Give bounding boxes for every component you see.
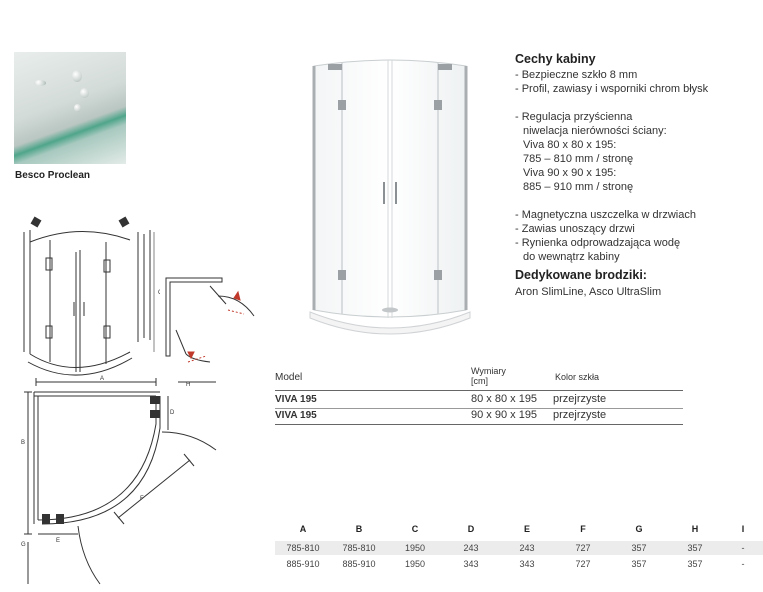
- plan-view-drawing: A B D E F G H: [21, 376, 217, 585]
- shower-cabin-photo: [309, 59, 471, 335]
- dims-cell: 357: [631, 559, 647, 569]
- dim-label-c: C: [158, 290, 160, 296]
- col-header-color: Kolor szkła: [555, 372, 600, 382]
- feature-item: - Regulacja przyścienna: [515, 111, 633, 123]
- dims-cell: -: [741, 543, 745, 553]
- feature-item: - Rynienka odprowadzająca wodę: [515, 237, 681, 249]
- feature-item: Viva 90 x 90 x 195:: [523, 167, 617, 179]
- table-row: VIVA 195 90 x 90 x 195 przejrzyste: [275, 409, 683, 426]
- model-dims: 90 x 90 x 195: [471, 409, 538, 421]
- dim-label-h: H: [186, 382, 190, 388]
- feature-item: - Magnetyczna uszczelka w drzwiach: [515, 209, 696, 221]
- spacer: [515, 96, 755, 110]
- feature-item: - Profil, zawiasy i wsporniki chrom błys…: [515, 83, 709, 95]
- features-title: Cechy kabiny: [515, 52, 596, 66]
- model-name: VIVA 195: [275, 394, 317, 405]
- dims-cell: 885-910: [286, 559, 320, 569]
- table-row: 785-810 785-810 1950 243 243 727 357 357…: [275, 541, 763, 555]
- dims-cell: 885-910: [342, 559, 376, 569]
- col-header-dims-unit: [cm]: [471, 376, 488, 386]
- dims-cell: 243: [519, 543, 535, 553]
- feature-item: do wewnątrz kabiny: [523, 251, 620, 263]
- dims-header-row: A B C D E F G H I: [275, 524, 763, 538]
- dims-cell: 357: [687, 543, 703, 553]
- col-header-model: Model: [275, 372, 303, 383]
- dim-label-b: B: [21, 440, 25, 446]
- feature-item: - Bezpieczne szkło 8 mm: [515, 69, 638, 81]
- spacer: [515, 194, 755, 208]
- dim-label-a: A: [100, 376, 104, 382]
- dim-label-d: D: [170, 410, 175, 416]
- trays-text: Aron SlimLine, Asco UltraSlim: [515, 286, 662, 298]
- brand-label: Besco Proclean: [15, 170, 91, 181]
- dims-col-header: I: [741, 524, 745, 534]
- model-color: przejrzyste: [553, 393, 607, 405]
- water-drop: [80, 88, 89, 98]
- dims-col-header: F: [580, 524, 586, 534]
- divider: [275, 424, 683, 425]
- dim-label-e: E: [56, 538, 60, 544]
- feature-item: 885 – 910 mm / stronę: [523, 181, 634, 193]
- dims-cell: 357: [687, 559, 703, 569]
- dims-cell: 343: [519, 559, 535, 569]
- dim-label-f: F: [140, 496, 144, 502]
- dims-cell: 1950: [404, 543, 426, 553]
- dims-col-header: A: [299, 524, 307, 534]
- dims-cell: 727: [575, 543, 591, 553]
- table-row: VIVA 195 80 x 80 x 195 przejrzyste: [275, 393, 683, 410]
- water-drop: [34, 80, 46, 86]
- table-row: 885-910 885-910 1950 343 343 727 357 357…: [275, 557, 763, 571]
- trays-title: Dedykowane brodziki:: [515, 268, 647, 282]
- glass-coating-photo: [14, 52, 126, 164]
- dims-col-header: G: [635, 524, 643, 534]
- col-header-dims: Wymiary: [471, 366, 506, 376]
- divider: [275, 390, 683, 391]
- dims-col-header: B: [355, 524, 363, 534]
- model-name: VIVA 195: [275, 410, 317, 421]
- feature-item: Viva 80 x 80 x 195:: [523, 139, 617, 151]
- dims-cell: 357: [631, 543, 647, 553]
- divider: [275, 408, 683, 409]
- feature-item: - Zawias unoszący drzwi: [515, 223, 635, 235]
- dims-cell: 1950: [404, 559, 426, 569]
- dims-col-header: D: [467, 524, 475, 534]
- dims-col-header: H: [691, 524, 699, 534]
- hinge-detail-drawing: [165, 277, 255, 363]
- water-drop: [72, 70, 82, 82]
- dims-cell: 243: [463, 543, 479, 553]
- dims-col-header: C: [411, 524, 419, 534]
- dims-cell: 785-810: [286, 543, 320, 553]
- dims-col-header: E: [523, 524, 530, 534]
- model-color: przejrzyste: [553, 409, 607, 421]
- model-dims: 80 x 80 x 195: [471, 393, 538, 405]
- dims-cell: 727: [575, 559, 591, 569]
- features-panel: Cechy kabiny - Bezpieczne szkło 8 mm - P…: [515, 52, 755, 299]
- isometric-drawing: C: [23, 216, 160, 376]
- water-drop: [74, 104, 81, 112]
- dim-label-g: G: [21, 542, 26, 548]
- dims-cell: 785-810: [342, 543, 376, 553]
- feature-item: niwelacja nierówności ściany:: [523, 125, 667, 137]
- dims-cell: -: [741, 559, 745, 569]
- dims-cell: 343: [463, 559, 479, 569]
- feature-item: 785 – 810 mm / stronę: [523, 153, 634, 165]
